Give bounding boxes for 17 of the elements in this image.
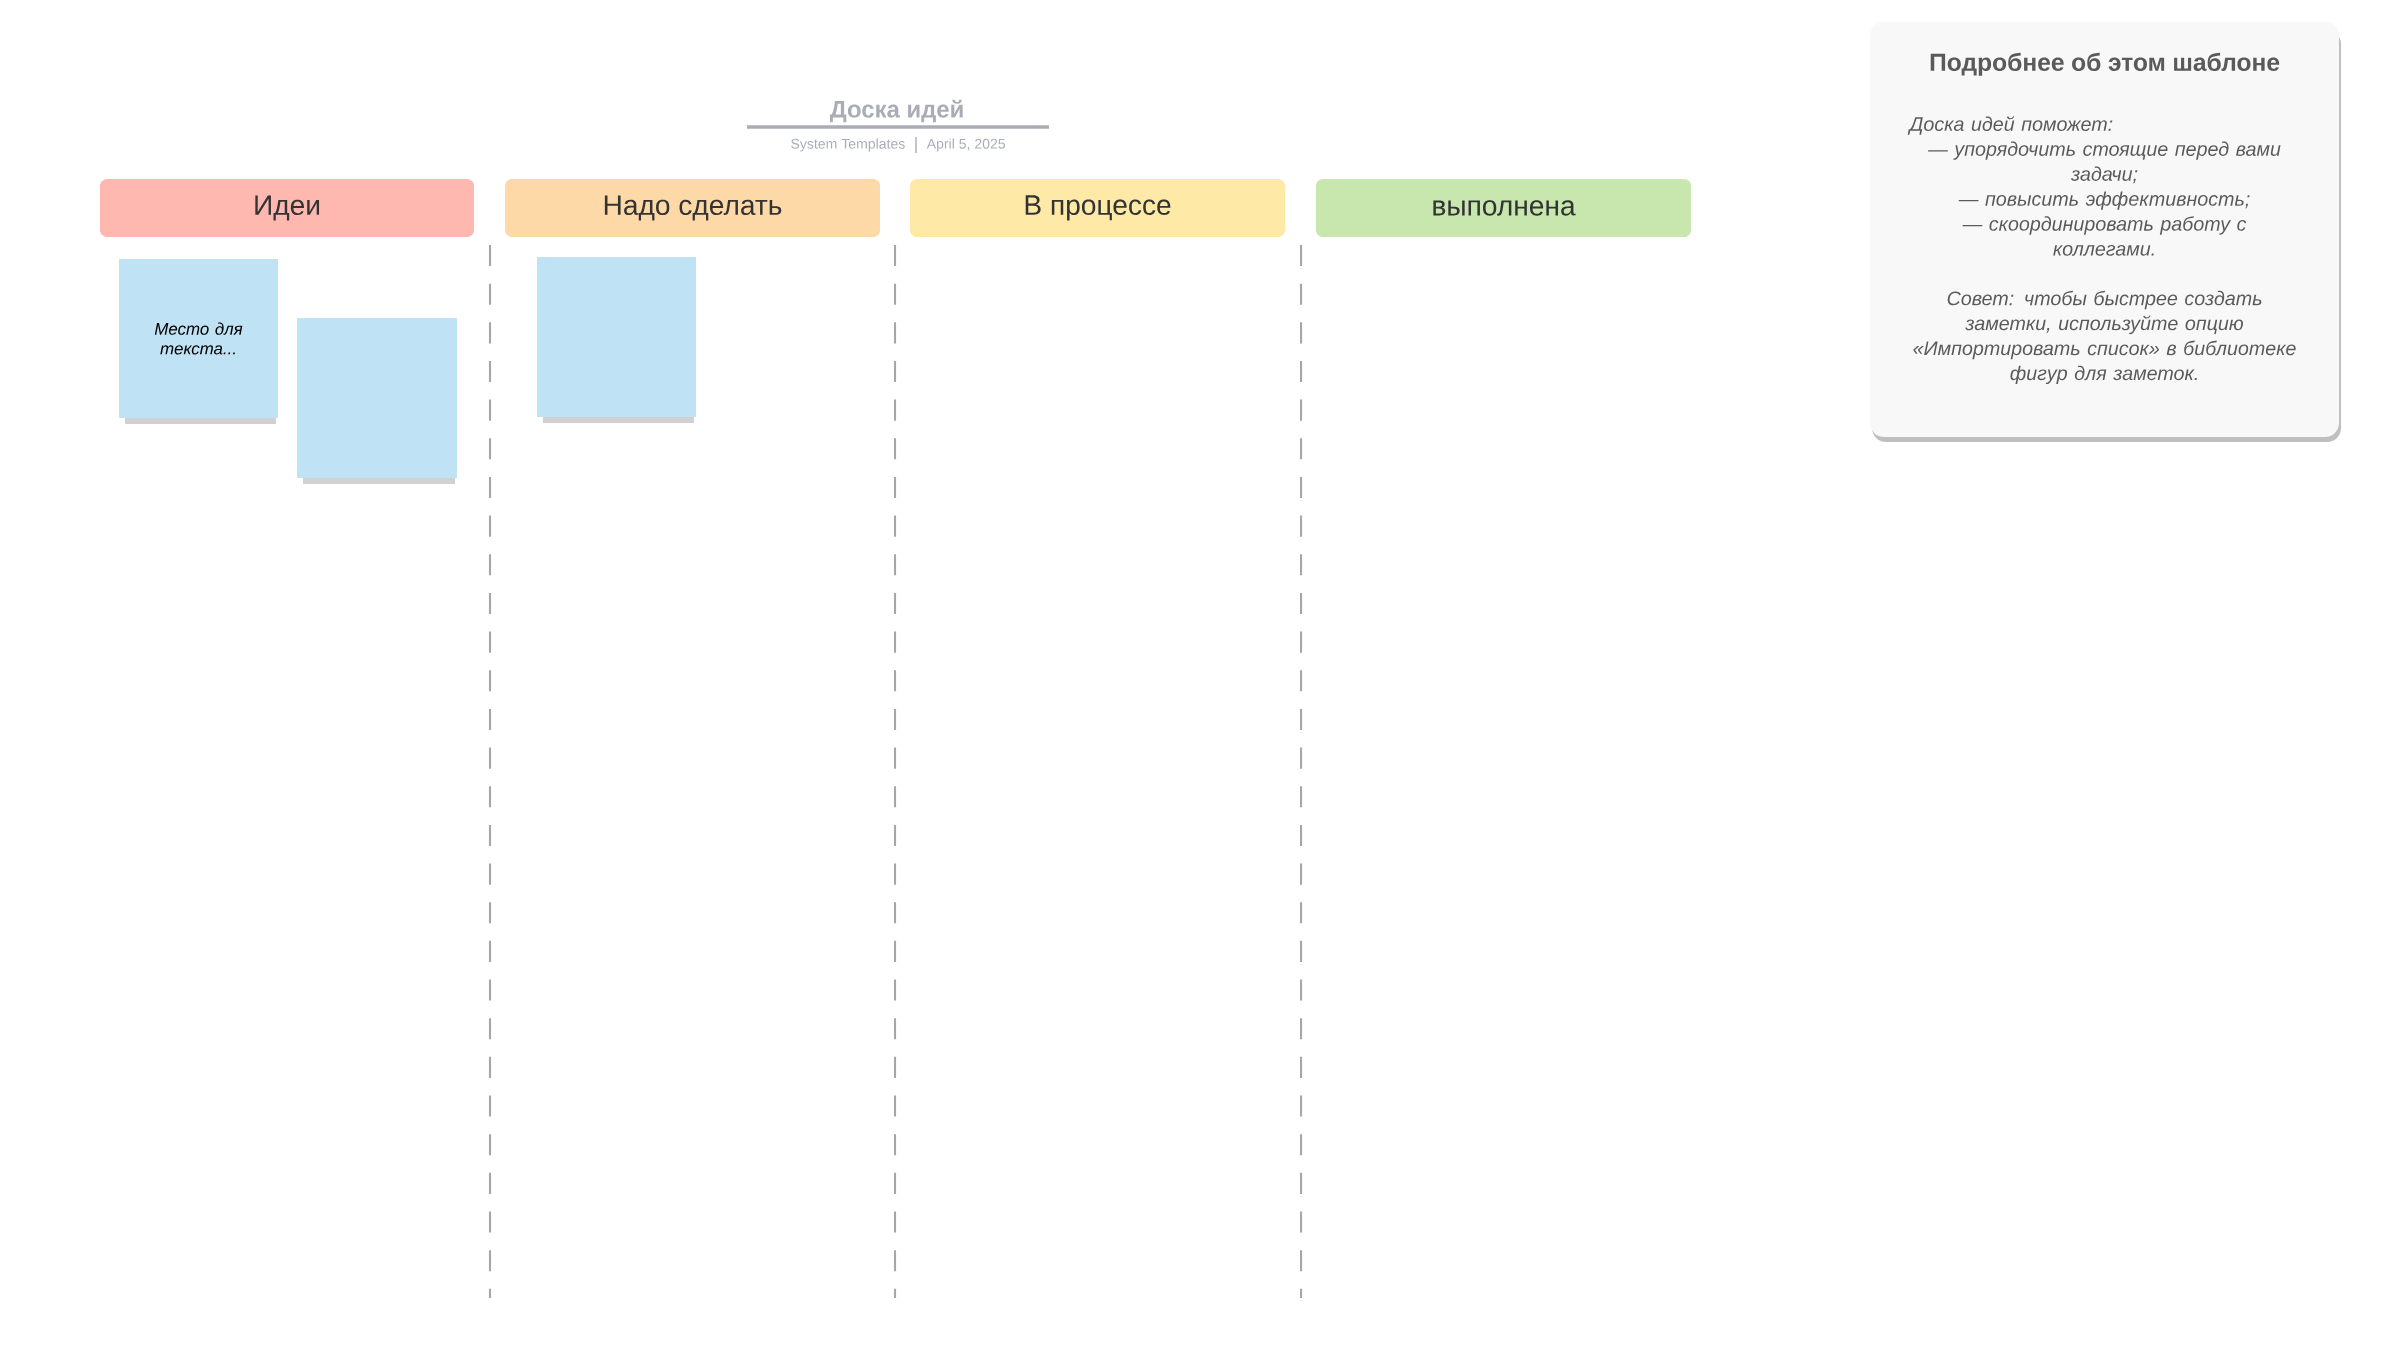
- card-text: Доска идей поможет:: [1907, 116, 2113, 135]
- sticky-note: [297, 317, 457, 484]
- info-card: [1870, 21, 2342, 442]
- column-header: Надо сделать: [505, 178, 880, 237]
- date-text: April 5, 2025: [926, 138, 1006, 152]
- card-heading: Подробнее об этом шаблоне: [1930, 52, 2280, 76]
- sticky-note: Место для текста...: [119, 259, 278, 424]
- column-header: В процессе: [910, 178, 1286, 237]
- board-title: Доска идей: [829, 99, 963, 123]
- column-header: Идеи: [100, 178, 474, 237]
- card-text: — повысить эффективность;: [1958, 191, 2250, 210]
- column-header: выполнена: [1316, 178, 1692, 237]
- author-text: System Templates: [791, 138, 905, 152]
- sticky-note: [537, 256, 696, 423]
- card-text: — упорядочить стоящие перед вами задачи;: [1928, 141, 2281, 184]
- card-text: Совет: чтобы быстрее создать заметки, используйте опцию «Импортировать список» в библиотеке фигур для заметок.: [1913, 290, 2296, 385]
- card-text: — скоординировать работу с коллегами.: [1962, 216, 2247, 256]
